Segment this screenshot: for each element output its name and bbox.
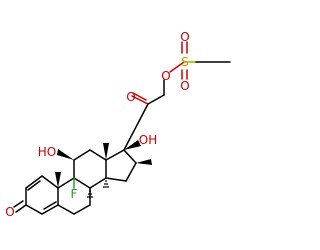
label-hydroxyl-c11: HO [38,145,56,159]
bond-c20-c21 [147,94,165,105]
c17-oh-wedge [124,140,141,150]
bond-c1-c2 [25,175,43,189]
c14-h-hash [103,180,109,188]
ring-d [105,149,137,182]
molecule-drawing: O O S O O OH HO F O [5,30,231,219]
methyl-c18-wedge [103,143,109,160]
label-sulfonyl-oxygen-top: O [180,30,189,44]
bond-c1-c2-double [27,180,41,191]
bond-c17-c13 [105,149,125,161]
label-ester-oxygen: O [161,69,170,83]
c8-h-hash [87,190,93,198]
bond-c14-c8 [89,177,107,189]
methyl-c19-wedge [55,172,61,188]
bond-c3-o [15,204,27,213]
bond-c4-c5-double [43,201,57,210]
bond-c4-c5 [41,204,59,215]
bond-c10-c1 [41,175,59,189]
molecule-structure: O O S O O OH HO F O [5,30,231,219]
methyl-c16-wedge [136,159,152,165]
bond-o-s [169,61,185,73]
label-carbonyl-oxygen: O [126,90,135,104]
c11-oh-wedge [57,149,74,160]
bond-c14-c15 [105,177,127,182]
bond-c6-c7 [73,204,91,215]
substituents [55,41,231,198]
ring-a [13,175,59,215]
label-fluorine: F [71,187,78,201]
bond-c12-c13 [89,149,107,161]
bond-c16-c17 [123,149,137,164]
bond-c15-c16 [125,162,137,182]
bond-c3-c4 [25,204,43,215]
label-hydroxyl-c17: OH [139,133,157,147]
bond-c3-o-double [13,200,24,208]
bond-c11-c12 [73,149,91,161]
bond-c17-c20 [123,103,149,151]
ring-c [73,149,107,189]
label-sulfonyl-oxygen-bottom: O [180,79,189,93]
bond-c20-o-double [132,92,147,101]
label-ketone-oxygen: O [5,205,14,219]
label-sulfur: S [181,55,189,69]
bond-c9-c10 [57,177,75,189]
bond-c5-c6 [57,204,75,215]
bond-c8-c9 [73,177,91,189]
bond-c20-o [131,95,149,105]
